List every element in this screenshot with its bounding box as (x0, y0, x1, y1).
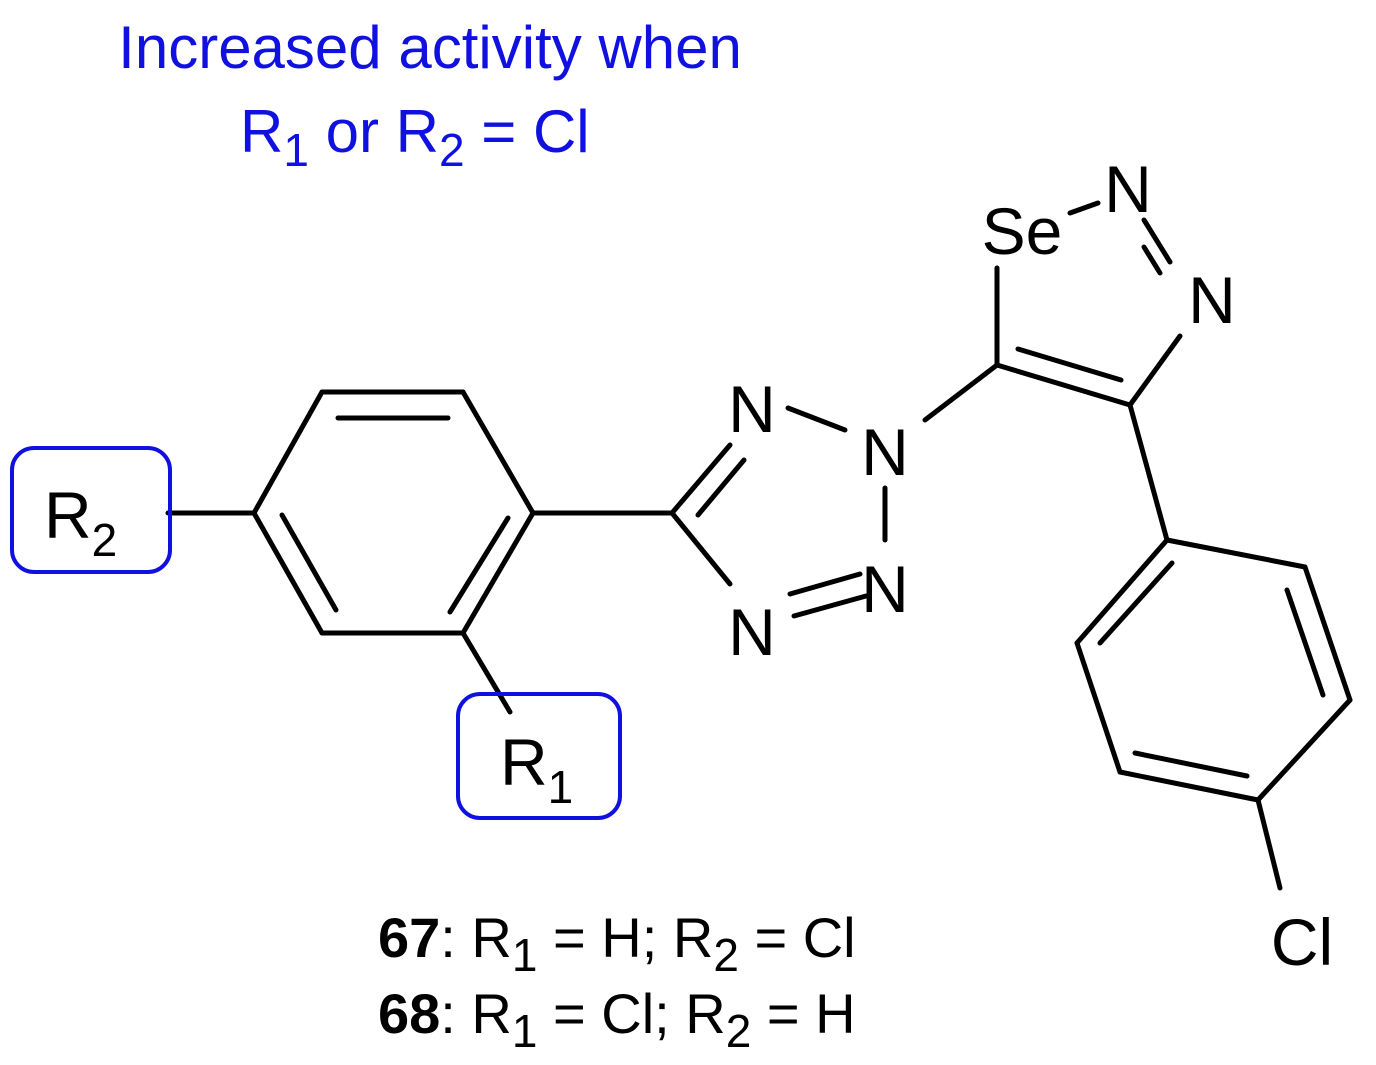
tetrazole-ring (669, 405, 888, 619)
left-benzene-ring (251, 389, 536, 636)
r1-bond (460, 630, 513, 715)
se-atom-label: Se (982, 194, 1063, 268)
tetrazole-n-link-label: N (861, 415, 909, 489)
r2-substituent: R2 (10, 446, 172, 574)
tetrazole-n-bottom-label: N (728, 595, 776, 669)
r2-highlight-box (10, 446, 172, 574)
caption-68: 68: R1 = Cl; R2 = H (378, 982, 856, 1057)
annotation-line2: R1 or R2 = Cl (240, 98, 590, 176)
activity-annotation: Increased activity when R1 or R2 = Cl (118, 14, 742, 176)
r1-substituent: R1 (456, 692, 622, 820)
selenadiazole-ring (994, 200, 1183, 408)
cl-bond (1255, 797, 1283, 891)
caption-67: 67: R1 = H; R2 = Cl (378, 906, 856, 981)
cl-atom-label: Cl (1271, 905, 1333, 979)
r2-label: R2 (44, 478, 117, 566)
chlorophenyl-ring (1074, 537, 1353, 803)
tetrazole-n-top-label: N (728, 372, 776, 446)
annotation-line1: Increased activity when (118, 14, 742, 81)
compound-captions: 67: R1 = H; R2 = Cl 68: R1 = Cl; R2 = H (378, 906, 856, 1057)
r1-label: R1 (500, 725, 573, 813)
r1-highlight-box (456, 692, 622, 820)
selenadiazole-n2-label: N (1188, 263, 1236, 337)
selenadiazole-aryl-bond (1127, 402, 1170, 543)
tetrazole-n-right-label: N (861, 552, 909, 626)
selenadiazole-n1-label: N (1104, 152, 1152, 226)
tetrazole-selenadiazole-bond (922, 362, 1000, 423)
